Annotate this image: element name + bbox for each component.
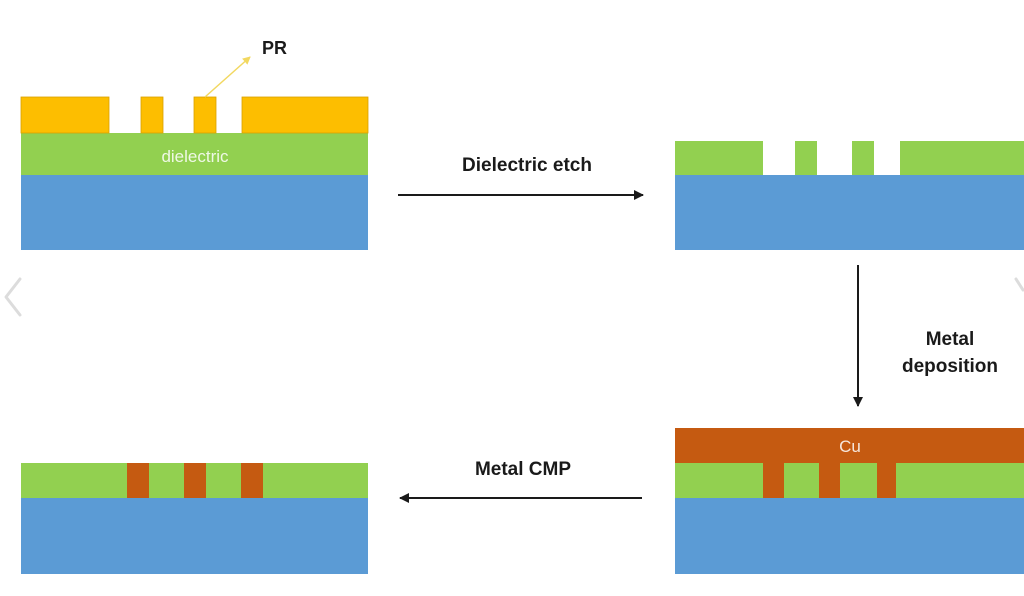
step-metal-cmp: Metal CMP — [399, 459, 642, 503]
stage4-copper-line — [184, 463, 206, 498]
stage3-copper-via — [763, 463, 784, 498]
stage4-substrate — [21, 498, 368, 574]
stage2-dielectric-block — [852, 141, 874, 175]
chevron-right-icon[interactable] — [1012, 276, 1024, 320]
stage-after-cmp — [21, 463, 368, 574]
step-metal-deposition: Metal deposition — [853, 265, 998, 407]
stage1-pr-block — [241, 96, 369, 134]
stage4-copper-line — [127, 463, 149, 498]
stage2-substrate — [675, 175, 1024, 250]
stage3-copper-via — [819, 463, 840, 498]
step-dielectric-etch: Dielectric etch — [398, 155, 644, 200]
stage1-dielectric-layer — [21, 133, 368, 175]
stage3-dielectric-layer — [675, 463, 1024, 498]
stage-initial-stack: dielectric PR — [20, 38, 369, 250]
metal-deposition-label-line2: deposition — [902, 356, 998, 377]
stage2-dielectric-block — [675, 141, 763, 175]
stage3-copper-via — [877, 463, 896, 498]
dielectric-etch-label: Dielectric etch — [462, 155, 592, 176]
stage1-substrate — [21, 175, 368, 250]
stage1-pr-block — [20, 96, 110, 134]
cu-label: Cu — [839, 437, 861, 456]
dielectric-label: dielectric — [161, 147, 229, 166]
metal-deposition-label-line1: Metal — [926, 329, 975, 350]
stage4-copper-line — [241, 463, 263, 498]
pr-label: PR — [262, 38, 287, 58]
stage2-dielectric-block — [900, 141, 1024, 175]
stage3-copper-overburden — [675, 428, 1024, 463]
stage-after-deposition: Cu — [675, 428, 1024, 574]
stage2-dielectric-block — [795, 141, 817, 175]
stage3-substrate — [675, 498, 1024, 574]
metal-cmp-label: Metal CMP — [475, 459, 571, 480]
stage1-pr-block — [193, 96, 217, 134]
pr-pointer-arrow — [204, 56, 251, 98]
stage-after-etch — [675, 141, 1024, 250]
chevron-left-icon[interactable] — [0, 276, 26, 320]
stage1-pr-block — [140, 96, 164, 134]
